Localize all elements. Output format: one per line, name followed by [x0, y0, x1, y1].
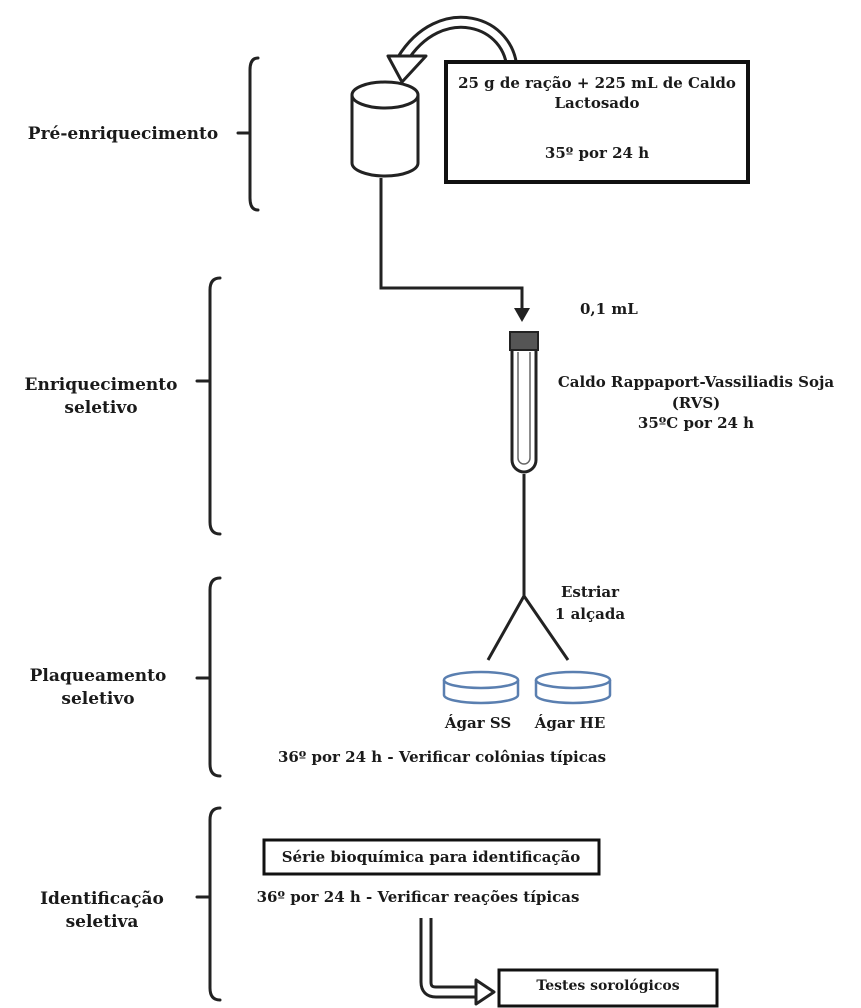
transfer-volume-label: 0,1 mL: [580, 300, 638, 318]
stage-label-pre-enrichment: Pré-enriquecimento: [28, 124, 218, 144]
biochemical-series-box: [262, 838, 601, 876]
stage-label-selective-identification-2: seletiva: [66, 912, 139, 932]
split-connector: [486, 474, 570, 661]
bent-arrow-icon: [419, 918, 496, 1006]
biochemical-series-label: Série bioquímica para identificação: [282, 848, 581, 866]
bracket-pre-enrichment: [236, 56, 260, 212]
serological-tests-box: [497, 968, 719, 1008]
down-arrow-icon: [514, 308, 530, 322]
bracket-selective-enrichment: [195, 276, 222, 536]
streak-label-line2: 1 alçada: [555, 605, 625, 623]
rvs-broth-line3: 35ºC por 24 h: [638, 414, 754, 432]
test-tube-icon: [509, 331, 539, 474]
biochemical-incubation-note: 36º por 24 h - Verificar reações típicas: [257, 888, 580, 906]
stage-label-selective-plating-1: Plaqueamento: [30, 666, 167, 686]
pre-enrichment-box-line2: Lactosado: [555, 94, 640, 112]
stage-label-selective-enrichment-1: Enriquecimento: [25, 375, 178, 395]
petri-dish-ss-icon: [442, 670, 520, 705]
curved-arrow-icon: [386, 15, 519, 84]
connector-arrow: [379, 178, 524, 312]
bracket-selective-plating: [195, 576, 222, 778]
stage-label-selective-enrichment-2: seletivo: [64, 398, 137, 418]
serological-tests-label: Testes sorológicos: [536, 978, 679, 994]
plating-incubation-note: 36º por 24 h - Verificar colônias típica…: [278, 748, 606, 766]
stage-label-selective-identification-1: Identificação: [40, 889, 164, 909]
rvs-broth-line2: (RVS): [672, 394, 721, 412]
pre-enrichment-box-line1: 25 g de ração + 225 mL de Caldo: [458, 74, 736, 92]
streak-label-line1: Estriar: [561, 583, 620, 601]
rvs-broth-line1: Caldo Rappaport-Vassiliadis Soja: [558, 373, 835, 391]
pre-enrichment-box-line3: 35º por 24 h: [545, 144, 649, 162]
bracket-selective-identification: [195, 806, 222, 1002]
pre-enrichment-box: [444, 60, 750, 184]
enrichment-jar-icon: [350, 80, 420, 178]
petri-dish-he-icon: [534, 670, 612, 705]
agar-he-label: Ágar HE: [534, 714, 606, 732]
stage-label-selective-plating-2: seletivo: [61, 689, 134, 709]
agar-ss-label: Ágar SS: [444, 714, 511, 732]
